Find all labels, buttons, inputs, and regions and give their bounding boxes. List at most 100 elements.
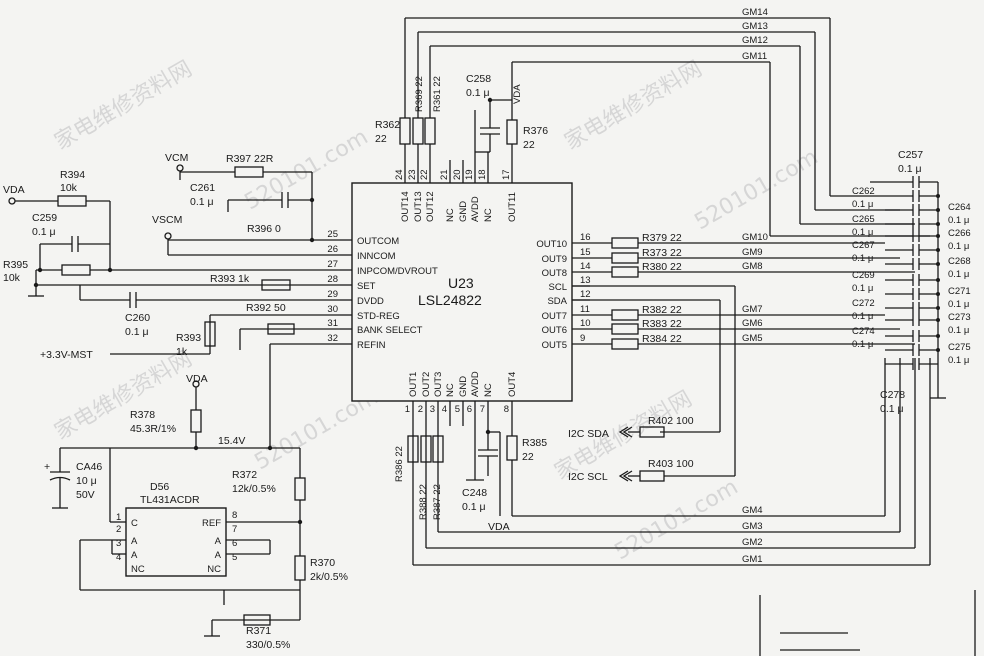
- ic-u23-part: LSL24822: [418, 292, 482, 308]
- ic-u23-name: U23: [448, 275, 474, 291]
- ic-u23-body: [351, 182, 573, 402]
- vda-terminal: [8, 197, 16, 205]
- c266-value: 0.1 μ: [948, 241, 969, 252]
- c265-label: C265: [852, 214, 875, 225]
- u23-pin-num-16: 16: [580, 232, 591, 243]
- r373-label: R373 22: [642, 247, 682, 259]
- r387-label: R387 22: [432, 484, 443, 520]
- c268-value: 0.1 μ: [948, 269, 969, 280]
- u23-pin-num-28: 28: [327, 274, 338, 285]
- c258-value: 0.1 μ: [466, 87, 490, 99]
- ca46-plus: +: [44, 461, 50, 473]
- u23-pin-label-17: OUT11: [507, 192, 518, 222]
- r402-resistor: [639, 426, 665, 438]
- net-label-gm2: GM2: [742, 537, 763, 548]
- u23-pin-num-8: 8: [504, 404, 509, 415]
- d56-pin-num-4: 4: [116, 552, 121, 563]
- u23-pin-label-6: AVDD: [470, 371, 481, 397]
- r376-resistor: [506, 119, 518, 145]
- net-label-gm8: GM8: [742, 261, 763, 272]
- c269-label: C269: [852, 270, 875, 281]
- net-vcm: VCM: [165, 152, 188, 164]
- u23-pin-label-30: STD-REG: [357, 311, 400, 322]
- c261-label: C261: [190, 182, 215, 194]
- u23-pin-label-7: NC: [483, 383, 494, 397]
- r362-label: R362: [375, 119, 400, 131]
- c258-label: C258: [466, 73, 491, 85]
- net-15v4: 15.4V: [218, 435, 245, 447]
- r371-label: R371: [246, 625, 271, 637]
- c265-value: 0.1 μ: [852, 227, 873, 238]
- c266-label: C266: [948, 228, 971, 239]
- svg-text:家电维修资料网: 家电维修资料网: [51, 57, 197, 156]
- r403-resistor: [639, 470, 665, 482]
- r371-resistor: [243, 614, 271, 626]
- u23-pin-label-9: OUT5: [542, 340, 567, 351]
- c271-label: C271: [948, 286, 971, 297]
- d56-pin-num-8: 8: [232, 510, 237, 521]
- u23-pin-label-31: BANK SELECT: [357, 325, 423, 336]
- ca46-label: CA46: [76, 461, 102, 473]
- r378-value: 45.3R/1%: [130, 423, 176, 435]
- c272-value: 0.1 μ: [852, 311, 873, 322]
- ic-u23-pins: 25OUTCOM26INNCOM27INPCOM/DVROUT28SET29DV…: [327, 160, 591, 426]
- u23-pin-num-25: 25: [327, 229, 338, 240]
- u23-pin-label-21: NC: [445, 208, 456, 222]
- c260-label: C260: [125, 312, 150, 324]
- c259-value: 0.1 μ: [32, 226, 56, 238]
- r370-label: R370: [310, 557, 335, 569]
- r378-resistor: [190, 409, 202, 433]
- r384-resistor: [611, 338, 639, 350]
- r361-resistor: [424, 117, 436, 145]
- r379-label: R379 22: [642, 232, 682, 244]
- u23-pin-label-2: OUT2: [421, 372, 432, 397]
- u23-pin-num-27: 27: [327, 259, 338, 270]
- net-label-gm10: GM10: [742, 232, 768, 243]
- u23-pin-num-14: 14: [580, 261, 591, 272]
- u23-pin-label-10: OUT6: [542, 325, 567, 336]
- r379-resistor: [611, 237, 639, 249]
- d56-pin-num-2: 2: [116, 524, 121, 535]
- r395-value: 10k: [3, 272, 21, 284]
- u23-pin-num-1: 1: [405, 404, 410, 415]
- u23-pin-num-24: 24: [394, 169, 405, 180]
- u23-pin-label-28: SET: [357, 281, 376, 292]
- r372-label: R372: [232, 469, 257, 481]
- u23-pin-num-22: 22: [419, 169, 430, 180]
- u23-pin-label-27: INPCOM/DVROUT: [357, 266, 438, 277]
- r394-value: 10k: [60, 182, 78, 194]
- r370-value: 2k/0.5%: [310, 571, 348, 583]
- r394-label: R394: [60, 169, 85, 181]
- u23-pin-label-13: SCL: [549, 282, 567, 293]
- r393b-resistor: [204, 321, 216, 347]
- r369-resistor: [412, 117, 424, 145]
- c268-label: C268: [948, 256, 971, 267]
- r373-resistor: [611, 252, 639, 264]
- r387-resistor: [432, 435, 444, 463]
- c262-value: 0.1 μ: [852, 199, 873, 210]
- d56-left-label-3: NC: [131, 564, 145, 575]
- u23-pin-label-25: OUTCOM: [357, 236, 399, 247]
- c273-value: 0.1 μ: [948, 325, 969, 336]
- u23-pin-num-6: 6: [467, 404, 472, 415]
- net-label-gm14: GM14: [742, 7, 768, 18]
- c274-value: 0.1 μ: [852, 339, 873, 350]
- net-i2c-scl: I2C SCL: [568, 471, 608, 483]
- c257-label: C257: [898, 149, 923, 161]
- c264-value: 0.1 μ: [948, 215, 969, 226]
- d56-pin-num-1: 1: [116, 512, 121, 523]
- u23-pin-label-3: OUT3: [433, 372, 444, 397]
- d56-left-label-2: A: [131, 550, 138, 561]
- u23-pin-label-29: DVDD: [357, 296, 384, 307]
- r394-resistor: [57, 195, 87, 207]
- d56-right-label-0: REF: [202, 518, 221, 529]
- r393-resistor: [261, 279, 291, 291]
- u23-pin-num-13: 13: [580, 275, 591, 286]
- u23-pin-label-26: INNCOM: [357, 251, 396, 262]
- r385-resistor: [506, 435, 518, 461]
- u23-pin-label-19: AVDD: [470, 196, 481, 222]
- r369-label: R369 22: [414, 76, 425, 112]
- r378-label: R378: [130, 409, 155, 421]
